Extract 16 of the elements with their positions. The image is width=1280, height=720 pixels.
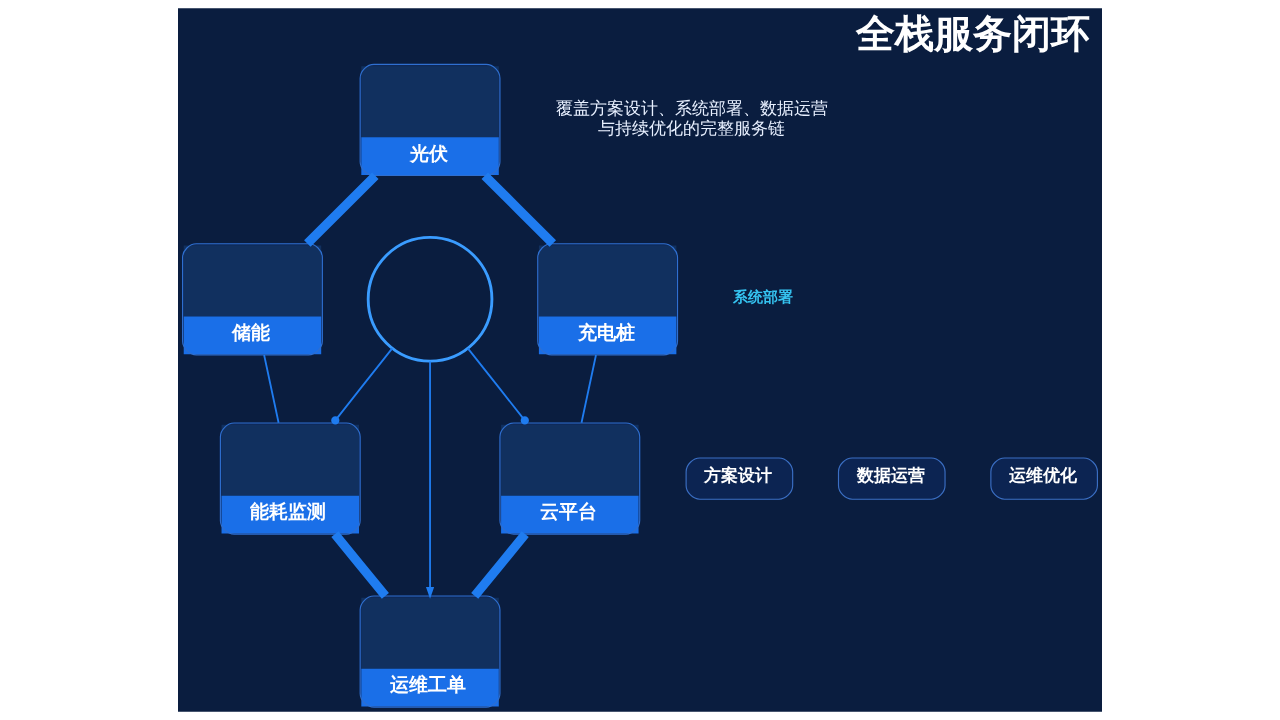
connector — [331, 531, 389, 599]
label: 覆盖方案设计、系统部署、数据运营与持续优化的完整服务链 — [555, 98, 828, 138]
node-box: 方案设计 — [685, 457, 794, 500]
connector — [580, 354, 597, 424]
diagram-title: 全栈服务闭环 — [855, 11, 1090, 57]
connector — [304, 172, 379, 247]
connector — [466, 347, 529, 425]
connector — [471, 531, 529, 599]
node-box: 数据运营 — [837, 457, 946, 500]
connector — [481, 172, 556, 247]
connector — [331, 347, 394, 425]
node-box: 运维优化 — [990, 457, 1098, 500]
node-circle — [366, 236, 494, 363]
connector — [263, 354, 280, 424]
arrow — [425, 360, 435, 599]
label: 系统部署 — [732, 288, 793, 307]
